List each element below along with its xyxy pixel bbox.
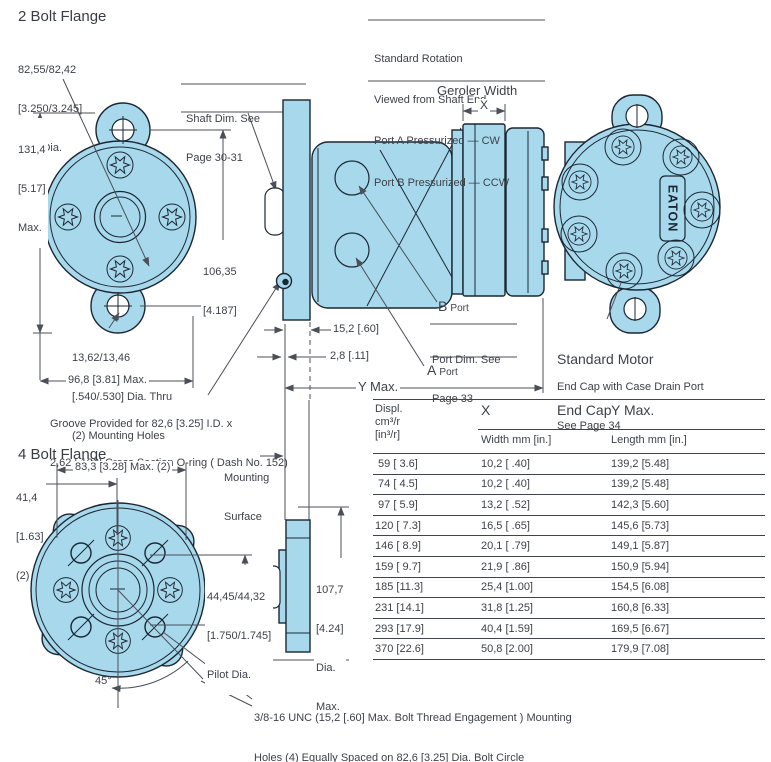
col-displ-header: Displ. cm³/r [in³/r] bbox=[375, 403, 403, 441]
dim-152-label: 15,2 [.60] bbox=[333, 323, 379, 335]
x-dim-label: X bbox=[478, 98, 491, 112]
port-b-label: B Port bbox=[438, 298, 469, 314]
mounting-surface-label: Mounting Surface bbox=[224, 472, 270, 523]
displacement-spec-table: Displ. cm³/r [in³/r] X Y Max. Width mm [… bbox=[373, 399, 765, 660]
eaton-logo: EATON bbox=[666, 185, 680, 233]
table-row: 74 [ 4.5]10,2 [ .40]139,2 [5.48] bbox=[373, 475, 765, 496]
end-cap-drawing: EATON bbox=[553, 94, 721, 334]
motor-side-view-drawing bbox=[264, 99, 549, 321]
two-bolt-title: 2 Bolt Flange bbox=[18, 8, 107, 25]
end-cap-note: End Cap with Case Drain Port See Page 34 bbox=[557, 381, 704, 432]
col-ymax-subheader: Length mm [in.] bbox=[611, 434, 687, 446]
angle-45-label: 45° bbox=[95, 675, 112, 687]
dim-106-label: 106,35 [4.187] bbox=[201, 240, 239, 331]
table-row: 293 [17.9]40,4 [1.59]169,5 [6.67] bbox=[373, 619, 765, 640]
port-a-label: A Port bbox=[427, 362, 458, 378]
dim-1077-label: 107,7 [4.24] Dia. Max. bbox=[314, 558, 346, 727]
geroler-width-label: Geroler Width bbox=[437, 83, 518, 98]
rotation-note: Standard Rotation Viewed from Shaft End … bbox=[374, 52, 510, 189]
side-view-dimensions bbox=[257, 104, 544, 400]
height-131-label: 131,4 [5.17] Max. bbox=[16, 118, 48, 248]
std-motor-end-cap-label: Standard Motor End Cap bbox=[557, 351, 654, 418]
table-row: 146 [ 8.9]20,1 [ .79]149,1 [5.87] bbox=[373, 536, 765, 557]
table-row: 231 [14.1]31,8 [1.25]160,8 [6.33] bbox=[373, 598, 765, 619]
table-row: 370 [22.6]50,8 [2.00]179,9 [7.08] bbox=[373, 639, 765, 660]
width-833-label: 83,3 [3.28] Max. (2) bbox=[73, 461, 173, 474]
pilot-dia-4bolt-label: 44,45/44,32 [1.750/1.745] Pilot Dia. bbox=[205, 565, 274, 695]
col-ymax-header: Y Max. bbox=[611, 402, 655, 418]
bolt-circle-note: 3/8-16 UNC (15,2 [.60] Max. Bolt Thread … bbox=[254, 711, 572, 762]
width-968-label: 96,8 [3.81] Max. bbox=[66, 374, 149, 387]
table-row: 59 [ 3.6]10,2 [ .40]139,2 [5.48] bbox=[373, 454, 765, 475]
table-header: Displ. cm³/r [in³/r] X Y Max. Width mm [… bbox=[373, 400, 765, 454]
note-rules bbox=[181, 19, 545, 358]
table-row: 97 [ 5.9]13,2 [ .52]142,3 [5.60] bbox=[373, 495, 765, 516]
dim-28-label: 2,8 [.11] bbox=[330, 350, 369, 362]
header-rule bbox=[478, 429, 765, 430]
col-x-subheader: Width mm [in.] bbox=[481, 434, 552, 446]
mounting-holes-2bolt-label: 13,62/13,46 [.540/.530] Dia. Thru (2) Mo… bbox=[72, 352, 173, 442]
two-bolt-flange-drawing bbox=[43, 78, 197, 334]
shaft-dim-note: Shaft Dim. See Page 30-31 bbox=[186, 113, 260, 164]
table-row: 159 [ 9.7]21,9 [ .86]150,9 [5.94] bbox=[373, 557, 765, 578]
dim-414-label: 41,4 [1.63] (2) bbox=[16, 492, 44, 582]
four-bolt-title: 4 Bolt Flange bbox=[18, 446, 107, 463]
table-row: 120 [ 7.3]16,5 [ .65]145,6 [5.73] bbox=[373, 516, 765, 537]
col-x-header: X bbox=[481, 402, 491, 418]
table-row: 185 [11.3]25,4 [1.00]154,5 [6.08] bbox=[373, 578, 765, 599]
y-max-label: Y Max. bbox=[356, 379, 401, 394]
